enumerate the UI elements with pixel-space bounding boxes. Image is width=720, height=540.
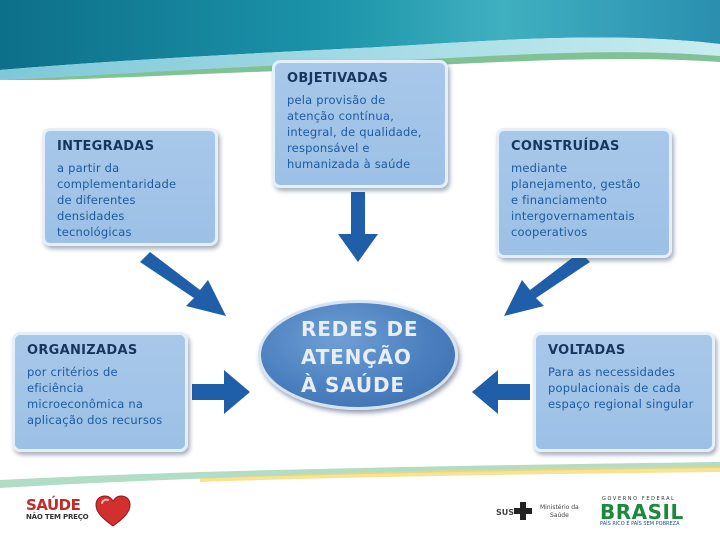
box-line: espaço regional singular xyxy=(548,397,694,411)
box-title: INTEGRADAS xyxy=(57,139,155,154)
center-line: ATENÇÃO xyxy=(301,345,412,369)
arrow-down-icon xyxy=(338,192,378,262)
sus-logo: SUS Ministério da Saúde xyxy=(496,500,592,526)
box-objetivadas: OBJETIVADAS pela provisão de atenção con… xyxy=(272,60,448,188)
center-line: REDES DE xyxy=(301,317,419,341)
box-line: microeconômica na xyxy=(27,397,144,411)
box-line: aplicação dos recursos xyxy=(27,413,163,427)
footer-stripe xyxy=(0,462,720,488)
arrow-right-icon xyxy=(192,370,250,414)
box-line: mediante xyxy=(511,161,568,175)
brasil-logo-top: GOVERNO FEDERAL xyxy=(602,496,676,502)
plus-icon xyxy=(514,502,532,520)
box-line: tecnológicas xyxy=(57,225,132,239)
saude-logo-tagline: NÃO TEM PREÇO xyxy=(26,513,89,521)
box-line: cooperativos xyxy=(511,225,588,239)
box-integradas: INTEGRADAS a partir da complementaridade… xyxy=(42,128,218,246)
saude-logo-word: SAÚDE xyxy=(26,496,81,514)
box-title: VOLTADAS xyxy=(548,343,626,358)
brasil-logo-word: BRASIL xyxy=(600,500,684,524)
box-organizadas: ORGANIZADAS por critérios de eficiência … xyxy=(12,332,188,452)
heart-icon xyxy=(95,495,131,527)
box-line: integral, de qualidade, xyxy=(287,125,422,139)
box-line: de diferentes xyxy=(57,193,136,207)
ministry-line: Saúde xyxy=(550,512,569,519)
box-line: eficiência xyxy=(27,381,84,395)
box-line: Para as necessidades xyxy=(548,365,676,379)
box-line: pela provisão de xyxy=(287,93,386,107)
box-voltadas: VOLTADAS Para as necessidades populacion… xyxy=(533,332,715,452)
box-line: e financiamento xyxy=(511,193,608,207)
arrow-left-icon xyxy=(472,370,530,414)
brasil-logo: GOVERNO FEDERAL BRASIL PAÍS RICO É PAÍS … xyxy=(598,496,692,528)
box-line: por critérios de xyxy=(27,365,118,379)
arrow-diagonal-icon xyxy=(140,252,226,316)
box-line: responsável e xyxy=(287,141,370,155)
ministry-line: Ministério da xyxy=(540,504,579,511)
box-line: densidades xyxy=(57,209,125,223)
box-construidas: CONSTRUÍDAS mediante planejamento, gestã… xyxy=(496,128,672,258)
box-line: complementaridade xyxy=(57,177,177,191)
box-title: OBJETIVADAS xyxy=(287,71,389,86)
box-line: humanizada à saúde xyxy=(287,157,411,171)
box-title: ORGANIZADAS xyxy=(27,343,138,358)
box-title: CONSTRUÍDAS xyxy=(511,139,620,154)
arrow-diagonal-icon xyxy=(504,252,590,316)
center-ellipse: REDES DE ATENÇÃO À SAÚDE xyxy=(258,300,458,410)
box-line: planejamento, gestão xyxy=(511,177,641,191)
box-line: atenção contínua, xyxy=(287,109,395,123)
sus-logo-word: SUS xyxy=(496,508,515,517)
box-line: intergovernamentais xyxy=(511,209,635,223)
box-line: populacionais de cada xyxy=(548,381,681,395)
brasil-logo-tagline: PAÍS RICO É PAÍS SEM POBREZA xyxy=(600,521,680,527)
box-line: a partir da xyxy=(57,161,120,175)
center-line: À SAÚDE xyxy=(301,373,405,397)
saude-logo: SAÚDE NÃO TEM PREÇO xyxy=(26,496,136,526)
